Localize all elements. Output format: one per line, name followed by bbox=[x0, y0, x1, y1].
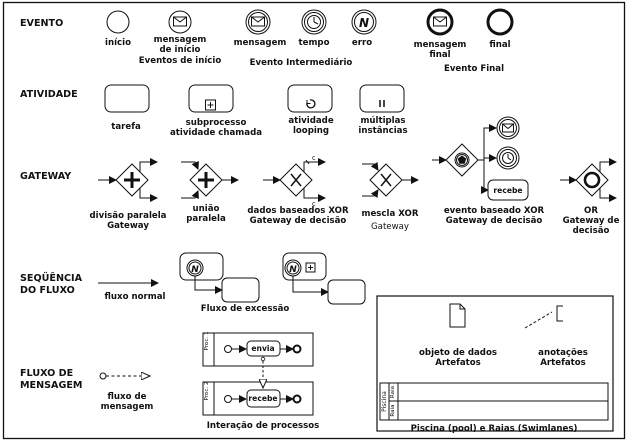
label-or-line1: OR bbox=[584, 206, 598, 216]
lane-label-1: Raia bbox=[390, 385, 396, 399]
lane-label-2: Raia bbox=[390, 404, 396, 417]
condition-c-bottom: c bbox=[312, 200, 316, 208]
label-anotacoes-line1: anotações bbox=[538, 348, 588, 358]
label-interacao-processos: Interação de processos bbox=[206, 421, 320, 431]
label-fluxo-normal: fluxo normal bbox=[104, 292, 166, 302]
multi-instance-activity-shape bbox=[359, 84, 405, 113]
caption-evento-intermediario: Evento Intermediário bbox=[249, 58, 353, 68]
label-mensagem: mensagem bbox=[233, 38, 287, 48]
task-shape bbox=[104, 84, 150, 113]
caption-evento-final: Evento Final bbox=[443, 64, 505, 74]
label-subprocesso-line2: atividade chamada bbox=[169, 128, 263, 138]
lane-label-proc1: Proc. 1 bbox=[204, 331, 210, 351]
caption-eventos-inicio: Eventos de início bbox=[138, 56, 222, 66]
parallel-split-gateway bbox=[98, 158, 158, 202]
label-uniao-paralela-line1: união bbox=[192, 204, 220, 214]
data-based-xor-gateway bbox=[263, 158, 326, 202]
section-heading-sequencia-line1: SEQÜÊNCIA bbox=[20, 273, 83, 284]
label-multiplas-line2: instâncias bbox=[358, 126, 408, 136]
section-heading-sequencia-line2: DO FLUXO bbox=[20, 285, 75, 296]
parallel-join-gateway bbox=[181, 160, 239, 200]
pool-and-lanes-shape bbox=[379, 382, 609, 421]
section-heading-gateway: GATEWAY bbox=[20, 171, 72, 182]
svg-text:N: N bbox=[191, 265, 199, 275]
label-tempo: tempo bbox=[298, 38, 330, 48]
label-final: final bbox=[489, 40, 511, 50]
message-intermediate-event-icon bbox=[245, 9, 271, 35]
exception-flow-example-1: N bbox=[179, 252, 260, 303]
label-dados-xor-line2: Gateway de decisão bbox=[249, 216, 347, 226]
message-end-event-icon bbox=[426, 8, 454, 36]
or-gateway bbox=[560, 158, 617, 202]
annotation-icon bbox=[524, 305, 563, 329]
section-heading-atividade: ATIVIDADE bbox=[20, 89, 78, 100]
label-evento-xor-line2: Gateway de decisão bbox=[445, 216, 543, 226]
label-anotacoes-line2: Artefatos bbox=[540, 358, 586, 368]
label-evento-xor-line1: evento baseado XOR bbox=[443, 206, 545, 216]
label-piscina-raias: Piscina (pool) e Raias (Swimlanes) bbox=[410, 424, 578, 434]
exception-flow-example-2: N bbox=[282, 252, 366, 305]
label-looping-line2: looping bbox=[292, 126, 330, 136]
label-fluxo-mensagem-line1: fluxo de bbox=[107, 392, 147, 402]
label-divisao-paralela-line2: Gateway bbox=[107, 221, 149, 231]
svg-text:N: N bbox=[359, 16, 369, 30]
lane-label-proc2: Proc. 2 bbox=[204, 381, 210, 401]
task-label-recebe: recebe bbox=[248, 394, 278, 403]
timer-intermediate-event-icon bbox=[301, 9, 327, 35]
data-object-icon bbox=[449, 303, 466, 328]
process-interaction-diagram bbox=[202, 332, 314, 416]
label-fluxo-mensagem-line2: mensagem bbox=[100, 402, 154, 412]
looping-activity-shape bbox=[287, 84, 333, 113]
label-tarefa: tarefa bbox=[111, 122, 141, 132]
message-flow-arrow bbox=[99, 373, 150, 379]
label-objeto-dados-line1: objeto de dados bbox=[419, 348, 497, 358]
message-start-event-icon bbox=[168, 10, 192, 34]
label-mensagem-final-line1: mensagem bbox=[413, 40, 467, 50]
label-mensagem-inicio-line2: de início bbox=[159, 45, 201, 55]
label-looping-line1: atividade bbox=[288, 116, 334, 126]
label-erro: erro bbox=[351, 38, 373, 48]
task-label-envia: envia bbox=[251, 344, 275, 353]
label-multiplas-line1: múltiplas bbox=[360, 116, 406, 126]
start-event-icon bbox=[106, 10, 130, 34]
event-based-xor-gateway bbox=[432, 116, 529, 201]
label-divisao-paralela-line1: divisão paralela bbox=[89, 211, 167, 221]
label-dados-xor-line1: dados baseados XOR bbox=[247, 206, 349, 216]
recebe-task-label: recebe bbox=[493, 186, 523, 195]
artifacts-box bbox=[376, 295, 614, 432]
label-objeto-dados-line2: Artefatos bbox=[435, 358, 481, 368]
label-or-line3: decisão bbox=[572, 226, 610, 236]
label-mensagem-inicio-line1: mensagem bbox=[153, 35, 207, 45]
pool-label: Piscina bbox=[381, 391, 388, 412]
label-or-line2: Gateway de bbox=[562, 216, 620, 226]
merge-xor-gateway bbox=[362, 161, 419, 199]
label-mescla-xor-line1: mescla XOR bbox=[361, 209, 419, 219]
svg-text:N: N bbox=[289, 265, 297, 275]
subprocess-shape bbox=[188, 84, 234, 113]
label-fluxo-excessao: Fluxo de excessão bbox=[200, 304, 290, 314]
label-mensagem-final-line2: final bbox=[429, 50, 451, 60]
label-mescla-xor-line2: Gateway bbox=[371, 222, 409, 232]
section-heading-mensagem-line1: FLUXO DE bbox=[20, 368, 74, 379]
condition-c-top: c bbox=[312, 154, 316, 162]
label-inicio: início bbox=[105, 38, 131, 48]
section-heading-mensagem-line2: MENSAGEM bbox=[20, 380, 83, 391]
label-uniao-paralela-line2: paralela bbox=[186, 214, 226, 224]
error-intermediate-event-icon: N bbox=[351, 9, 377, 35]
end-event-icon bbox=[486, 8, 514, 36]
label-subprocesso-line1: subprocesso bbox=[185, 118, 247, 128]
section-heading-evento: EVENTO bbox=[20, 18, 64, 29]
